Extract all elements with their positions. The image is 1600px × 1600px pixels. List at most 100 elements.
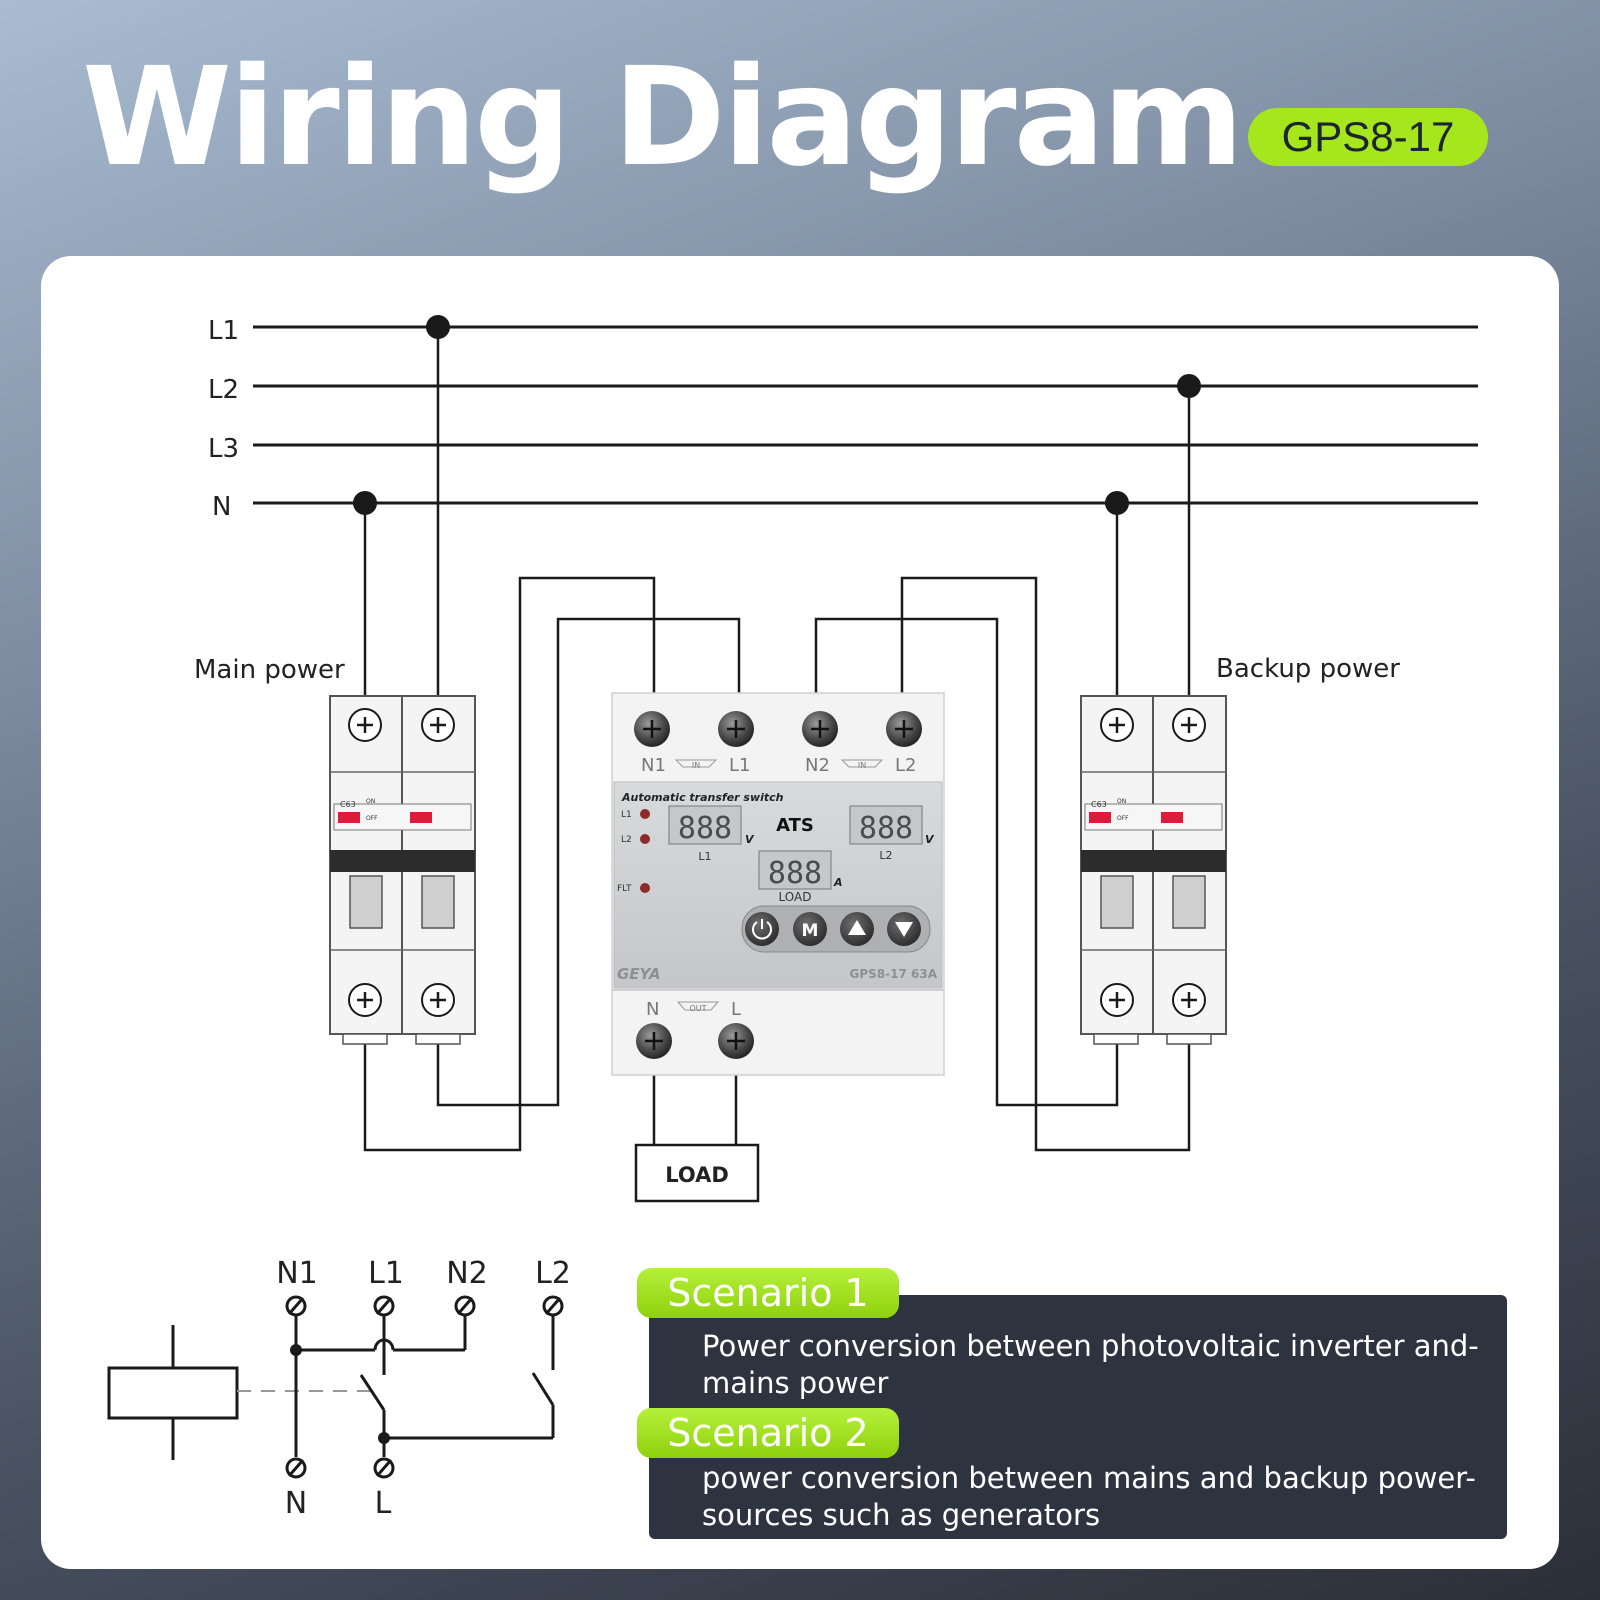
switch-contact	[359, 1374, 386, 1411]
scenario-2-line-1: power conversion between mains and backu…	[702, 1461, 1476, 1495]
breaker-rail	[330, 850, 475, 872]
breaker-screw-cross	[430, 717, 446, 733]
ats-terminal-out-n: N	[646, 999, 659, 1020]
ats-in-tag: IN	[858, 761, 866, 770]
breaker-screw-cross	[1181, 992, 1197, 1008]
ats-unit-a: A	[833, 876, 843, 889]
relay-coil	[107, 1366, 239, 1420]
breaker-screw-cross	[357, 992, 373, 1008]
breaker-toggle	[421, 875, 455, 929]
wire	[436, 617, 741, 1107]
breaker-toggle	[1100, 875, 1134, 929]
ats-display-load	[758, 850, 832, 890]
schematic: N1 L1 N2 L2 N L	[107, 1256, 571, 1521]
breaker-on-label: ON	[366, 798, 375, 805]
backup-power-label: Backup power	[1216, 654, 1400, 684]
ats-display-label-load: LOAD	[779, 890, 812, 904]
triangle-up-icon	[848, 920, 866, 935]
ats-terminal-n2: N2	[805, 755, 830, 776]
ats-unit-v: V	[925, 833, 935, 846]
ats-led-label-l2: L2	[621, 835, 632, 845]
bus-label-n: N	[212, 492, 231, 522]
ats-display-digits: 888	[859, 811, 913, 846]
schematic-label-l1: L1	[368, 1256, 404, 1291]
bus-label-l1: L1	[208, 316, 239, 346]
main-power-label: Main power	[194, 655, 345, 685]
ats-screw-cross	[727, 1032, 745, 1050]
ats-led-label-flt: FLT	[617, 884, 632, 894]
scenario-1-line-2: mains power	[702, 1366, 889, 1400]
schematic-label-n1: N1	[276, 1256, 318, 1291]
ats-unit: N1 L1 N2 L2 IN IN Automatic transfer swi…	[611, 692, 945, 1076]
schematic-lines	[107, 1316, 555, 1460]
breaker-rating: C63	[340, 800, 356, 809]
ats-model-rating: GPS8-17 63A	[850, 967, 938, 981]
terminal-slash	[287, 1297, 305, 1315]
scenario-1-tag: Scenario 1	[637, 1268, 899, 1318]
junctions	[353, 315, 1201, 515]
breaker-toggle	[1172, 875, 1206, 929]
breaker-off-label: OFF	[366, 815, 378, 822]
ats-in-arrow	[674, 759, 718, 768]
breaker-toggle	[349, 875, 383, 929]
ats-mode-button-label: M	[802, 921, 819, 941]
breaker-off-label: OFF	[1117, 815, 1129, 822]
terminal-slash	[375, 1459, 393, 1477]
page-title: Wiring Diagram	[82, 39, 1244, 197]
backup-breaker: C63 ON OFF	[1080, 695, 1227, 1045]
bus-lines	[253, 325, 1478, 505]
ats-display-digits: 888	[678, 811, 732, 846]
breaker-rating: C63	[1091, 800, 1107, 809]
breaker-screw-cross	[357, 717, 373, 733]
ats-center-label: ATS	[776, 815, 814, 836]
model-badge: GPS8-17	[1248, 108, 1488, 166]
ats-out-tag: OUT	[689, 1004, 706, 1013]
breaker-handle	[1161, 812, 1183, 823]
power-icon	[752, 919, 772, 940]
breaker-screw-cross	[1109, 992, 1125, 1008]
ats-terminal-l2: L2	[895, 755, 916, 776]
ats-display-label-l1: L1	[698, 850, 711, 863]
ats-display-digits: 888	[768, 856, 822, 891]
ats-led	[640, 809, 650, 819]
ats-screw-cross	[895, 720, 913, 738]
wires	[363, 327, 1191, 1152]
scenario-2-line-2: sources such as generators	[702, 1498, 1101, 1532]
bus-label-l2: L2	[208, 375, 239, 405]
load-box	[634, 1143, 760, 1203]
breaker-on-label: ON	[1117, 798, 1126, 805]
terminal-slash	[375, 1297, 393, 1315]
schematic-junction	[378, 1432, 390, 1444]
breaker-clip	[415, 1033, 461, 1045]
terminal-slash	[544, 1297, 562, 1315]
load-label: LOAD	[665, 1163, 729, 1187]
terminal-slash	[456, 1297, 474, 1315]
breaker-handle	[338, 812, 360, 823]
bus-label-l3: L3	[208, 434, 239, 464]
ats-led	[640, 834, 650, 844]
breaker-screw-cross	[1181, 717, 1197, 733]
schematic-label-n2: N2	[446, 1256, 488, 1291]
wire	[814, 617, 1119, 1107]
ats-screw-cross	[643, 720, 661, 738]
ats-display-l1	[668, 805, 742, 845]
ats-button-strip	[741, 905, 931, 953]
scenario-2-tag: Scenario 2	[637, 1408, 899, 1458]
wire	[363, 576, 656, 1152]
terminal-slash	[287, 1459, 305, 1477]
ats-terminal-l1: L1	[729, 755, 750, 776]
ats-screw-cross	[645, 1032, 663, 1050]
ats-terminal-out-l: L	[731, 999, 741, 1020]
breaker-clip	[1093, 1033, 1139, 1045]
ats-brand: GEYA	[617, 965, 661, 983]
breaker-screw-cross	[1109, 717, 1125, 733]
breaker-handle	[410, 812, 432, 823]
main-breaker: C63 ON OFF	[329, 695, 476, 1045]
schematic-label-n: N	[285, 1486, 307, 1521]
switch-contact	[531, 1372, 555, 1406]
scenario-1-line-1: Power conversion between photovoltaic in…	[702, 1329, 1479, 1363]
ats-mode-button[interactable]	[793, 912, 827, 946]
ats-terminal-n1: N1	[641, 755, 666, 776]
breaker-screw-cross	[430, 992, 446, 1008]
